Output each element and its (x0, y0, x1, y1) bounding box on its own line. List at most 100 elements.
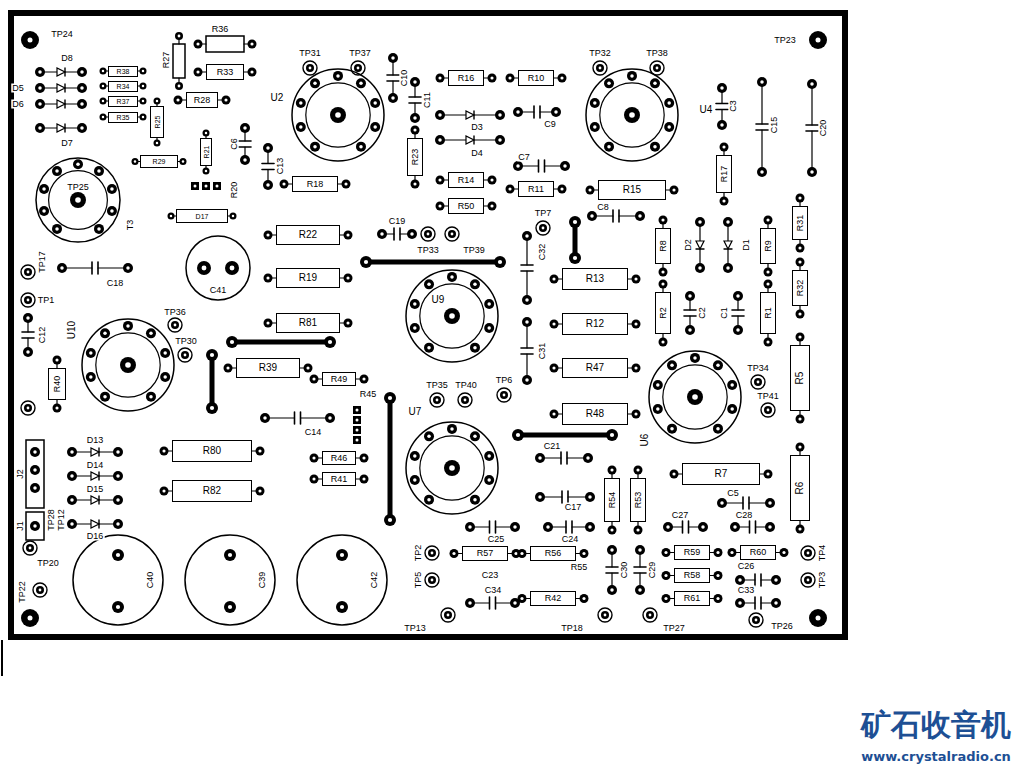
pad-hole (768, 525, 772, 529)
silkscreen-label: TP17 (38, 250, 47, 274)
pad-hole (89, 375, 93, 379)
pad-hole (610, 548, 614, 552)
silkscreen-label: TP38 (645, 49, 669, 58)
solder-pad (560, 161, 570, 171)
solder-pad (632, 275, 641, 284)
pad-hole (782, 551, 785, 554)
silk-line (210, 355, 215, 408)
pad-hole (716, 427, 720, 431)
pad-hole (427, 498, 431, 502)
silkscreen-label: TP2 (414, 544, 423, 563)
pad-hole (610, 528, 613, 531)
part-label: R56 (545, 549, 562, 558)
solder-pad (77, 67, 87, 77)
solder-pad (727, 380, 737, 390)
solder-pad (730, 522, 740, 532)
resistor-body: R41 (322, 472, 356, 486)
pad-hole (266, 233, 269, 236)
pad-hole (216, 185, 219, 188)
part-label: R29 (153, 158, 166, 165)
solder-pad (30, 465, 40, 475)
resistor-body: R42 (530, 591, 576, 606)
solder-pad (518, 594, 527, 603)
solder-pad (264, 274, 273, 283)
pad-hole (450, 427, 454, 431)
solder-pad (280, 180, 289, 189)
pad-hole (661, 282, 664, 285)
pad-hole (163, 351, 167, 355)
pad-hole (487, 454, 491, 458)
silk-line (560, 452, 562, 464)
electrolytic-capacitor (185, 535, 275, 625)
solder-pad (465, 522, 475, 532)
solder-pad (344, 231, 353, 240)
pad-hole (552, 277, 555, 280)
pad-hole (760, 80, 764, 84)
pad-hole (413, 116, 417, 120)
silkscreen-label: D5 (11, 84, 25, 93)
part-label: R54 (608, 492, 617, 509)
pad-hole (55, 406, 58, 409)
solder-pad (226, 336, 238, 348)
solder-pad (100, 392, 110, 402)
diode-symbol (91, 520, 99, 528)
solder-pad (377, 229, 387, 239)
test-point (445, 227, 459, 241)
solder-pad (435, 135, 445, 145)
resistor-body: R38 (108, 66, 138, 77)
solder-pad (411, 126, 420, 135)
silkscreen-label: U7 (408, 407, 423, 417)
pad-hole (178, 85, 181, 88)
solder-pad (26, 544, 34, 552)
solder-pad (310, 375, 319, 384)
mounting-hole (21, 609, 39, 627)
solder-pad (154, 140, 161, 147)
part-label: R47 (586, 363, 604, 373)
pad-hole (80, 126, 84, 130)
silk-line (756, 123, 768, 125)
pad-hole (554, 110, 558, 114)
pad-hole (149, 332, 153, 336)
solder-pad (100, 328, 110, 338)
solder-pad (590, 98, 600, 108)
part-label: R22 (299, 230, 317, 240)
silk-line (688, 521, 690, 533)
resistor-body: R19 (276, 268, 340, 288)
silkscreen-label: C5 (726, 489, 740, 498)
pad-hole (798, 312, 801, 315)
part-label: R12 (586, 319, 604, 329)
resistor-body: R22 (276, 225, 340, 245)
part-label: R23 (411, 149, 420, 166)
pad-hole (125, 362, 131, 368)
solder-pad (310, 475, 319, 484)
solder-pad (634, 526, 643, 535)
silk-line (806, 130, 818, 132)
pad-hole (593, 101, 597, 105)
resistor-body: R59 (674, 545, 710, 560)
solder-pad (53, 356, 62, 365)
silk-line (387, 74, 399, 76)
solder-pad (264, 231, 273, 240)
pad-hole (373, 125, 377, 129)
pad-hole (228, 605, 232, 609)
silkscreen-label: C13 (276, 157, 285, 176)
silkscreen-label: C15 (770, 116, 779, 135)
pad-hole (205, 170, 207, 172)
solder-pad (35, 67, 45, 77)
solder-pad (23, 347, 33, 357)
silkscreen-label: C40 (146, 571, 155, 590)
pad-hole (738, 601, 742, 605)
silk-line (754, 597, 756, 609)
pad-hole (449, 465, 455, 471)
solder-pad (670, 186, 679, 195)
silk-line (606, 566, 618, 568)
resistor-body: R8 (655, 228, 671, 264)
silkscreen-label: TP4 (818, 544, 827, 563)
silkscreen-label: TP7 (534, 209, 553, 218)
silkscreen-label: TP20 (36, 559, 60, 568)
solder-pad (650, 142, 660, 152)
silkscreen-label: C21 (543, 442, 562, 451)
pad-hole (258, 449, 261, 452)
pad-hole (103, 332, 107, 336)
solder-pad (356, 142, 366, 152)
